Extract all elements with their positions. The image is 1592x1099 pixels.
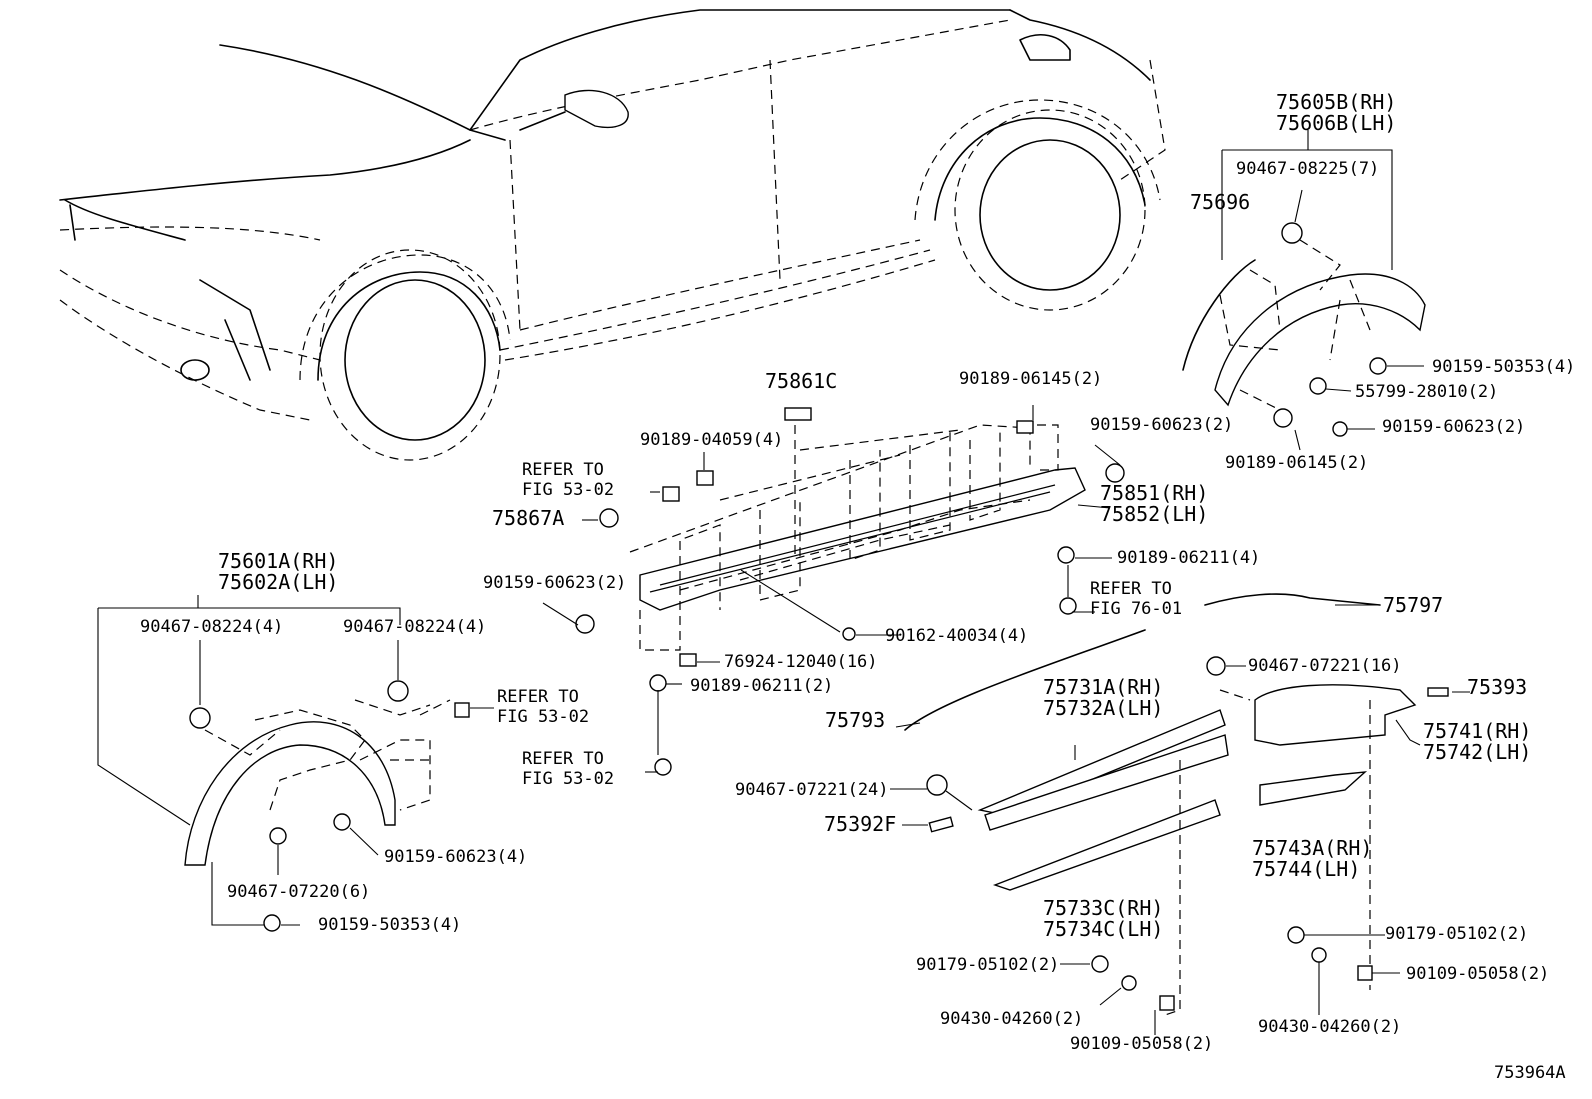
callout: 90430-04260(2) xyxy=(1258,1017,1401,1037)
callout: 90162-40034(4) xyxy=(885,626,1028,646)
leader-lines xyxy=(199,189,1470,1035)
clip-icon xyxy=(1281,222,1303,244)
clip-icon xyxy=(1159,995,1175,1011)
callout: 55799-28010(2) xyxy=(1355,382,1498,402)
callout: 75743A(RH) xyxy=(1252,836,1372,860)
screw-icon xyxy=(842,627,856,641)
callout: 75744(LH) xyxy=(1252,857,1360,881)
callout-labels: 75605B(RH) 75606B(LH) 90467-08225(7) 756… xyxy=(140,90,1575,1083)
callout: 75734C(LH) xyxy=(1043,917,1163,941)
clip-icon xyxy=(926,774,948,796)
clip-icon xyxy=(1357,965,1373,981)
clip-icon xyxy=(1057,546,1075,564)
callout: 90159-50353(4) xyxy=(1432,357,1575,377)
rear-wheel-arch-moulding xyxy=(1182,130,1426,411)
screw-icon xyxy=(1369,357,1387,375)
clip-icon xyxy=(662,486,680,502)
washer-icon xyxy=(1091,955,1109,973)
callout: 90467-08224(4) xyxy=(343,617,486,637)
callout: 90189-04059(4) xyxy=(640,430,783,450)
clip-icon xyxy=(454,702,470,718)
callout: REFER TO xyxy=(1090,579,1172,599)
clip-icon xyxy=(649,674,667,692)
callout: 75602A(LH) xyxy=(218,570,338,594)
screw-icon xyxy=(1332,421,1348,437)
callout: 75861C xyxy=(765,369,837,393)
clip-icon xyxy=(269,827,287,845)
callout: 90159-60623(2) xyxy=(1382,417,1525,437)
screw-icon xyxy=(263,914,281,932)
screw-icon xyxy=(1105,463,1125,483)
clip-icon xyxy=(1273,408,1293,428)
callout: 75601A(RH) xyxy=(218,549,338,573)
screw-icon xyxy=(575,614,595,634)
clip-icon xyxy=(599,508,619,528)
callout: 75732A(LH) xyxy=(1043,696,1163,720)
callout: 90467-07221(16) xyxy=(1248,656,1402,676)
callout: 75797 xyxy=(1383,593,1443,617)
callout: 90189-06145(2) xyxy=(959,369,1102,389)
callout: FIG 53-02 xyxy=(522,769,614,789)
callout: REFER TO xyxy=(522,460,604,480)
clip-icon xyxy=(387,680,409,702)
callout: 90189-06211(2) xyxy=(690,676,833,696)
callout: 75742(LH) xyxy=(1423,740,1531,764)
screw-icon xyxy=(654,758,672,776)
callout: 90467-08225(7) xyxy=(1236,159,1379,179)
screw-icon xyxy=(1059,597,1077,615)
callout: REFER TO xyxy=(497,687,579,707)
door-garnish-panels xyxy=(904,593,1449,1016)
callout: 90159-50353(4) xyxy=(318,915,461,935)
callout: 90430-04260(2) xyxy=(940,1009,1083,1029)
callout: 90159-60623(2) xyxy=(483,573,626,593)
callout: 76924-12040(16) xyxy=(724,652,878,672)
clip-icon xyxy=(679,653,697,667)
callout: 75392F xyxy=(824,812,896,836)
callout: 90109-05058(2) xyxy=(1406,964,1549,984)
callout: 75606B(LH) xyxy=(1276,111,1396,135)
washer-icon xyxy=(1121,975,1137,991)
callout: 90467-07220(6) xyxy=(227,882,370,902)
diagram-id: 753964A xyxy=(1494,1063,1566,1083)
callout: 75851(RH) xyxy=(1100,481,1208,505)
callout: 90467-07221(24) xyxy=(735,780,889,800)
callout: 90189-06211(4) xyxy=(1117,548,1260,568)
callout: 90179-05102(2) xyxy=(916,955,1059,975)
callout: FIG 53-02 xyxy=(522,480,614,500)
callout: 75605B(RH) xyxy=(1276,90,1396,114)
screw-icon xyxy=(333,813,351,831)
callout: FIG 76-01 xyxy=(1090,599,1182,619)
fastener-marks xyxy=(189,222,1387,1011)
callout: 90179-05102(2) xyxy=(1385,924,1528,944)
rocker-moulding xyxy=(629,407,1086,651)
callout: 75741(RH) xyxy=(1423,719,1531,743)
callout: 75393 xyxy=(1467,675,1527,699)
callout: 90159-60623(4) xyxy=(384,847,527,867)
washer-icon xyxy=(1287,926,1305,944)
washer-icon xyxy=(1311,947,1327,963)
callout: 90109-05058(2) xyxy=(1070,1034,1213,1054)
callout: 75733C(RH) xyxy=(1043,896,1163,920)
callout: 75852(LH) xyxy=(1100,502,1208,526)
clip-icon xyxy=(189,707,211,729)
callout: 75793 xyxy=(825,708,885,732)
callout: 75731A(RH) xyxy=(1043,675,1163,699)
callout: 75696 xyxy=(1190,190,1250,214)
clip-icon xyxy=(696,470,714,486)
callout: FIG 53-02 xyxy=(497,707,589,727)
callout: REFER TO xyxy=(522,749,604,769)
callout: 75867A xyxy=(492,506,564,530)
clip-icon xyxy=(1016,420,1034,434)
front-wheel-arch-moulding xyxy=(97,595,451,866)
vehicle-outline xyxy=(59,9,1166,461)
callout: 90159-60623(2) xyxy=(1090,415,1233,435)
callout: 90467-08224(4) xyxy=(140,617,283,637)
screw-icon xyxy=(1309,377,1327,395)
callout: 90189-06145(2) xyxy=(1225,453,1368,473)
clip-icon xyxy=(1206,656,1226,676)
